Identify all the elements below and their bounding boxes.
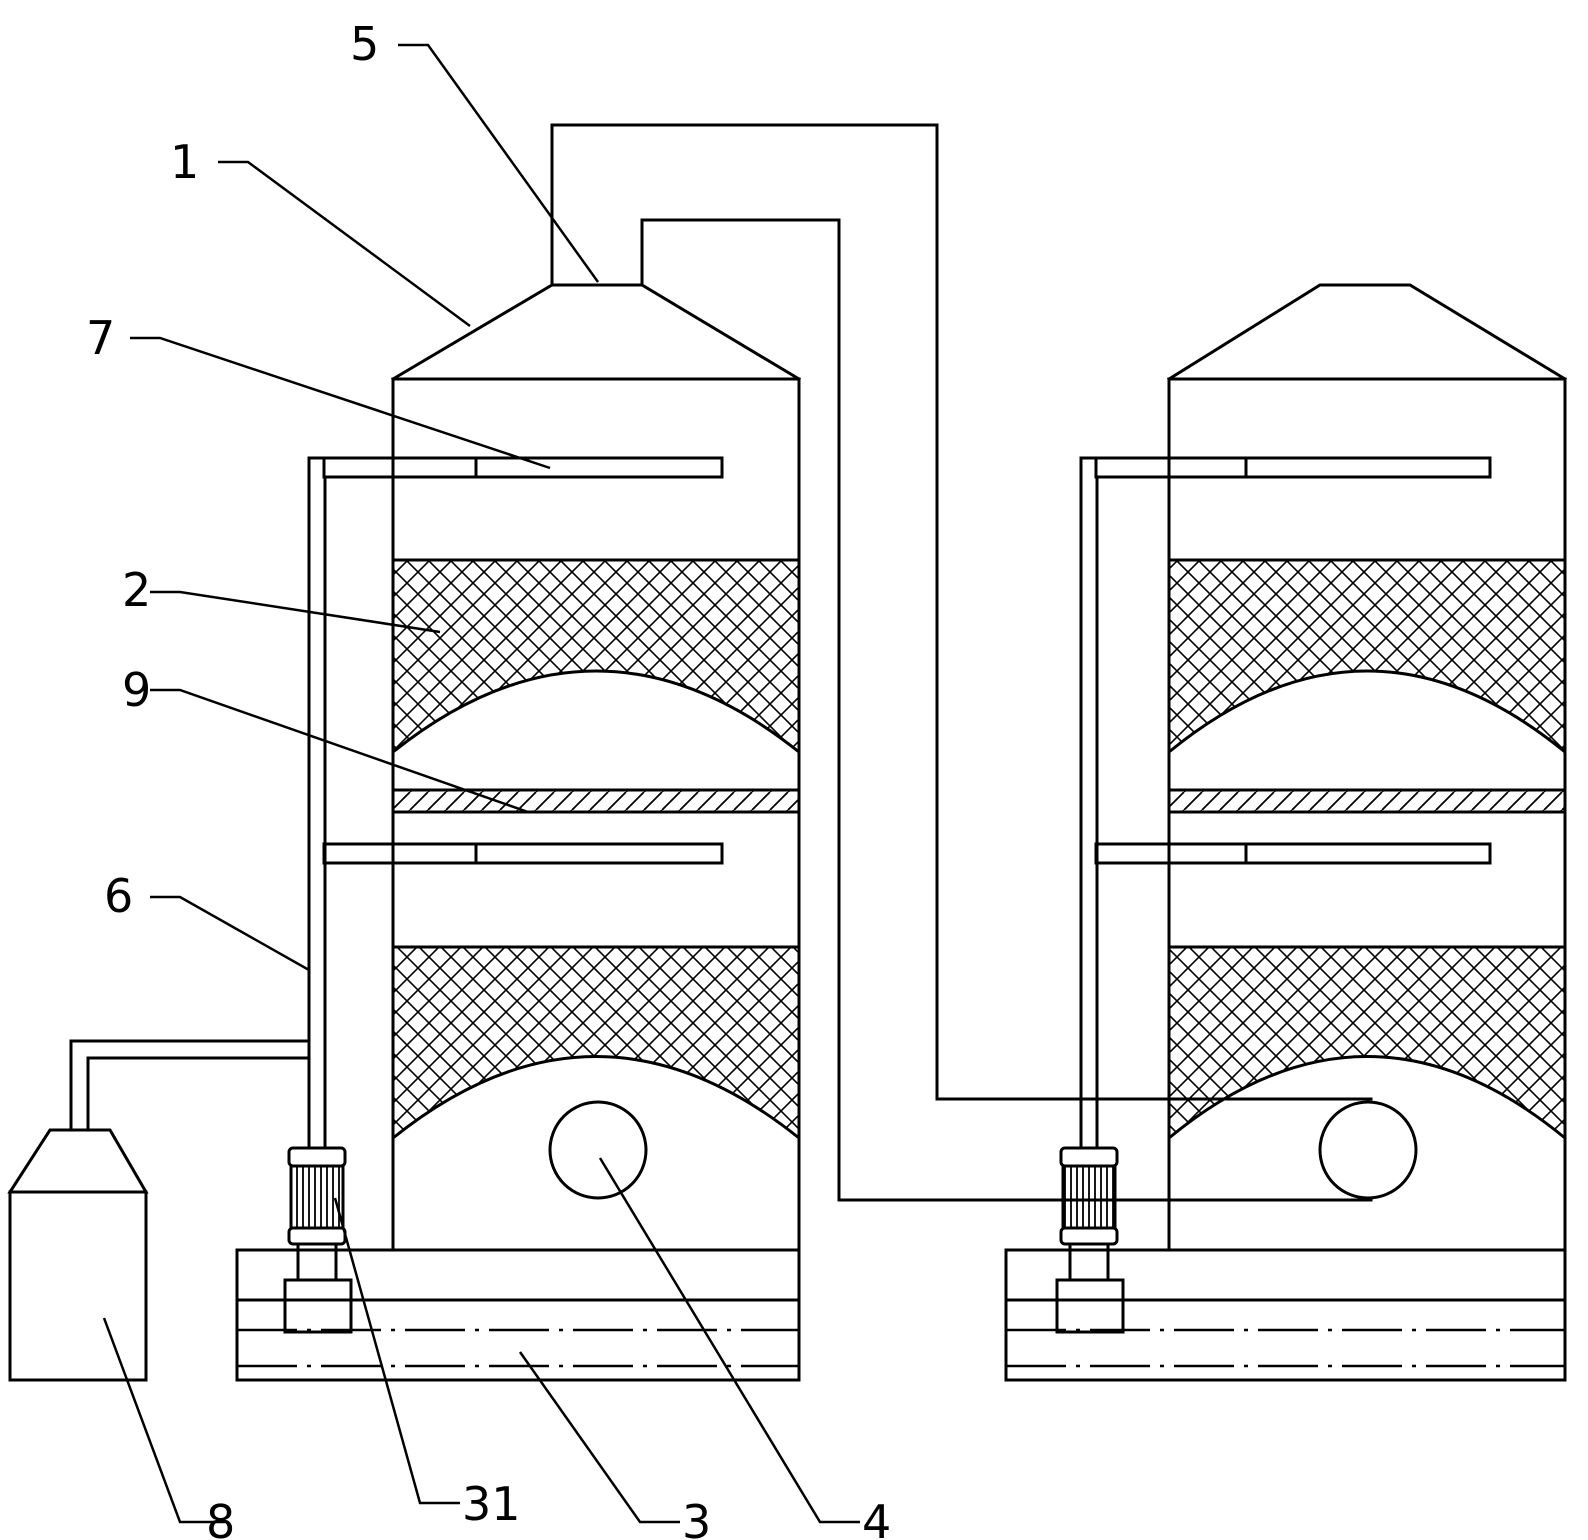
label-8-dosing-tank: 8 [206,1495,235,1540]
tower-left-shell [393,379,799,1250]
spray-bar-lower-right [1096,844,1490,863]
gas-inlet-left [550,1102,646,1198]
demister-plate-left [393,790,799,812]
label-6-circulation-pipe: 6 [104,869,133,923]
tower-left-cone-top [393,285,799,379]
dosing-feed-pipe [71,1041,309,1130]
water-tank-right [1006,1250,1565,1380]
label-7-spray-bar: 7 [86,311,115,365]
label-9-demister-plate: 9 [122,663,151,717]
label-4-gas-inlet: 4 [862,1495,891,1540]
demister-plate-right [1169,790,1565,812]
tower-right-cone-top [1169,285,1565,379]
spray-bar-upper-right [1096,458,1490,477]
spray-bar-lower-left [324,844,722,863]
circulation-pipe-left [309,458,325,1148]
water-tank-left [237,1250,799,1380]
circulation-pipe-right [1081,458,1097,1148]
packing-layer-upper-right [1169,560,1565,752]
circulation-pump-right [1057,1148,1123,1332]
packing-layer-upper-left [393,560,799,752]
circulation-pump-left [285,1148,351,1332]
label-2-packing-layer: 2 [122,563,151,617]
gas-inlet-right [1320,1102,1416,1198]
packing-layer-lower-left [393,947,799,1138]
label-5-connecting-duct: 5 [350,17,379,71]
label-3-water-tank: 3 [682,1495,711,1540]
label-31-pump: 31 [462,1477,521,1531]
spray-bar-upper-left [324,458,722,477]
label-1-tower: 1 [170,135,199,189]
